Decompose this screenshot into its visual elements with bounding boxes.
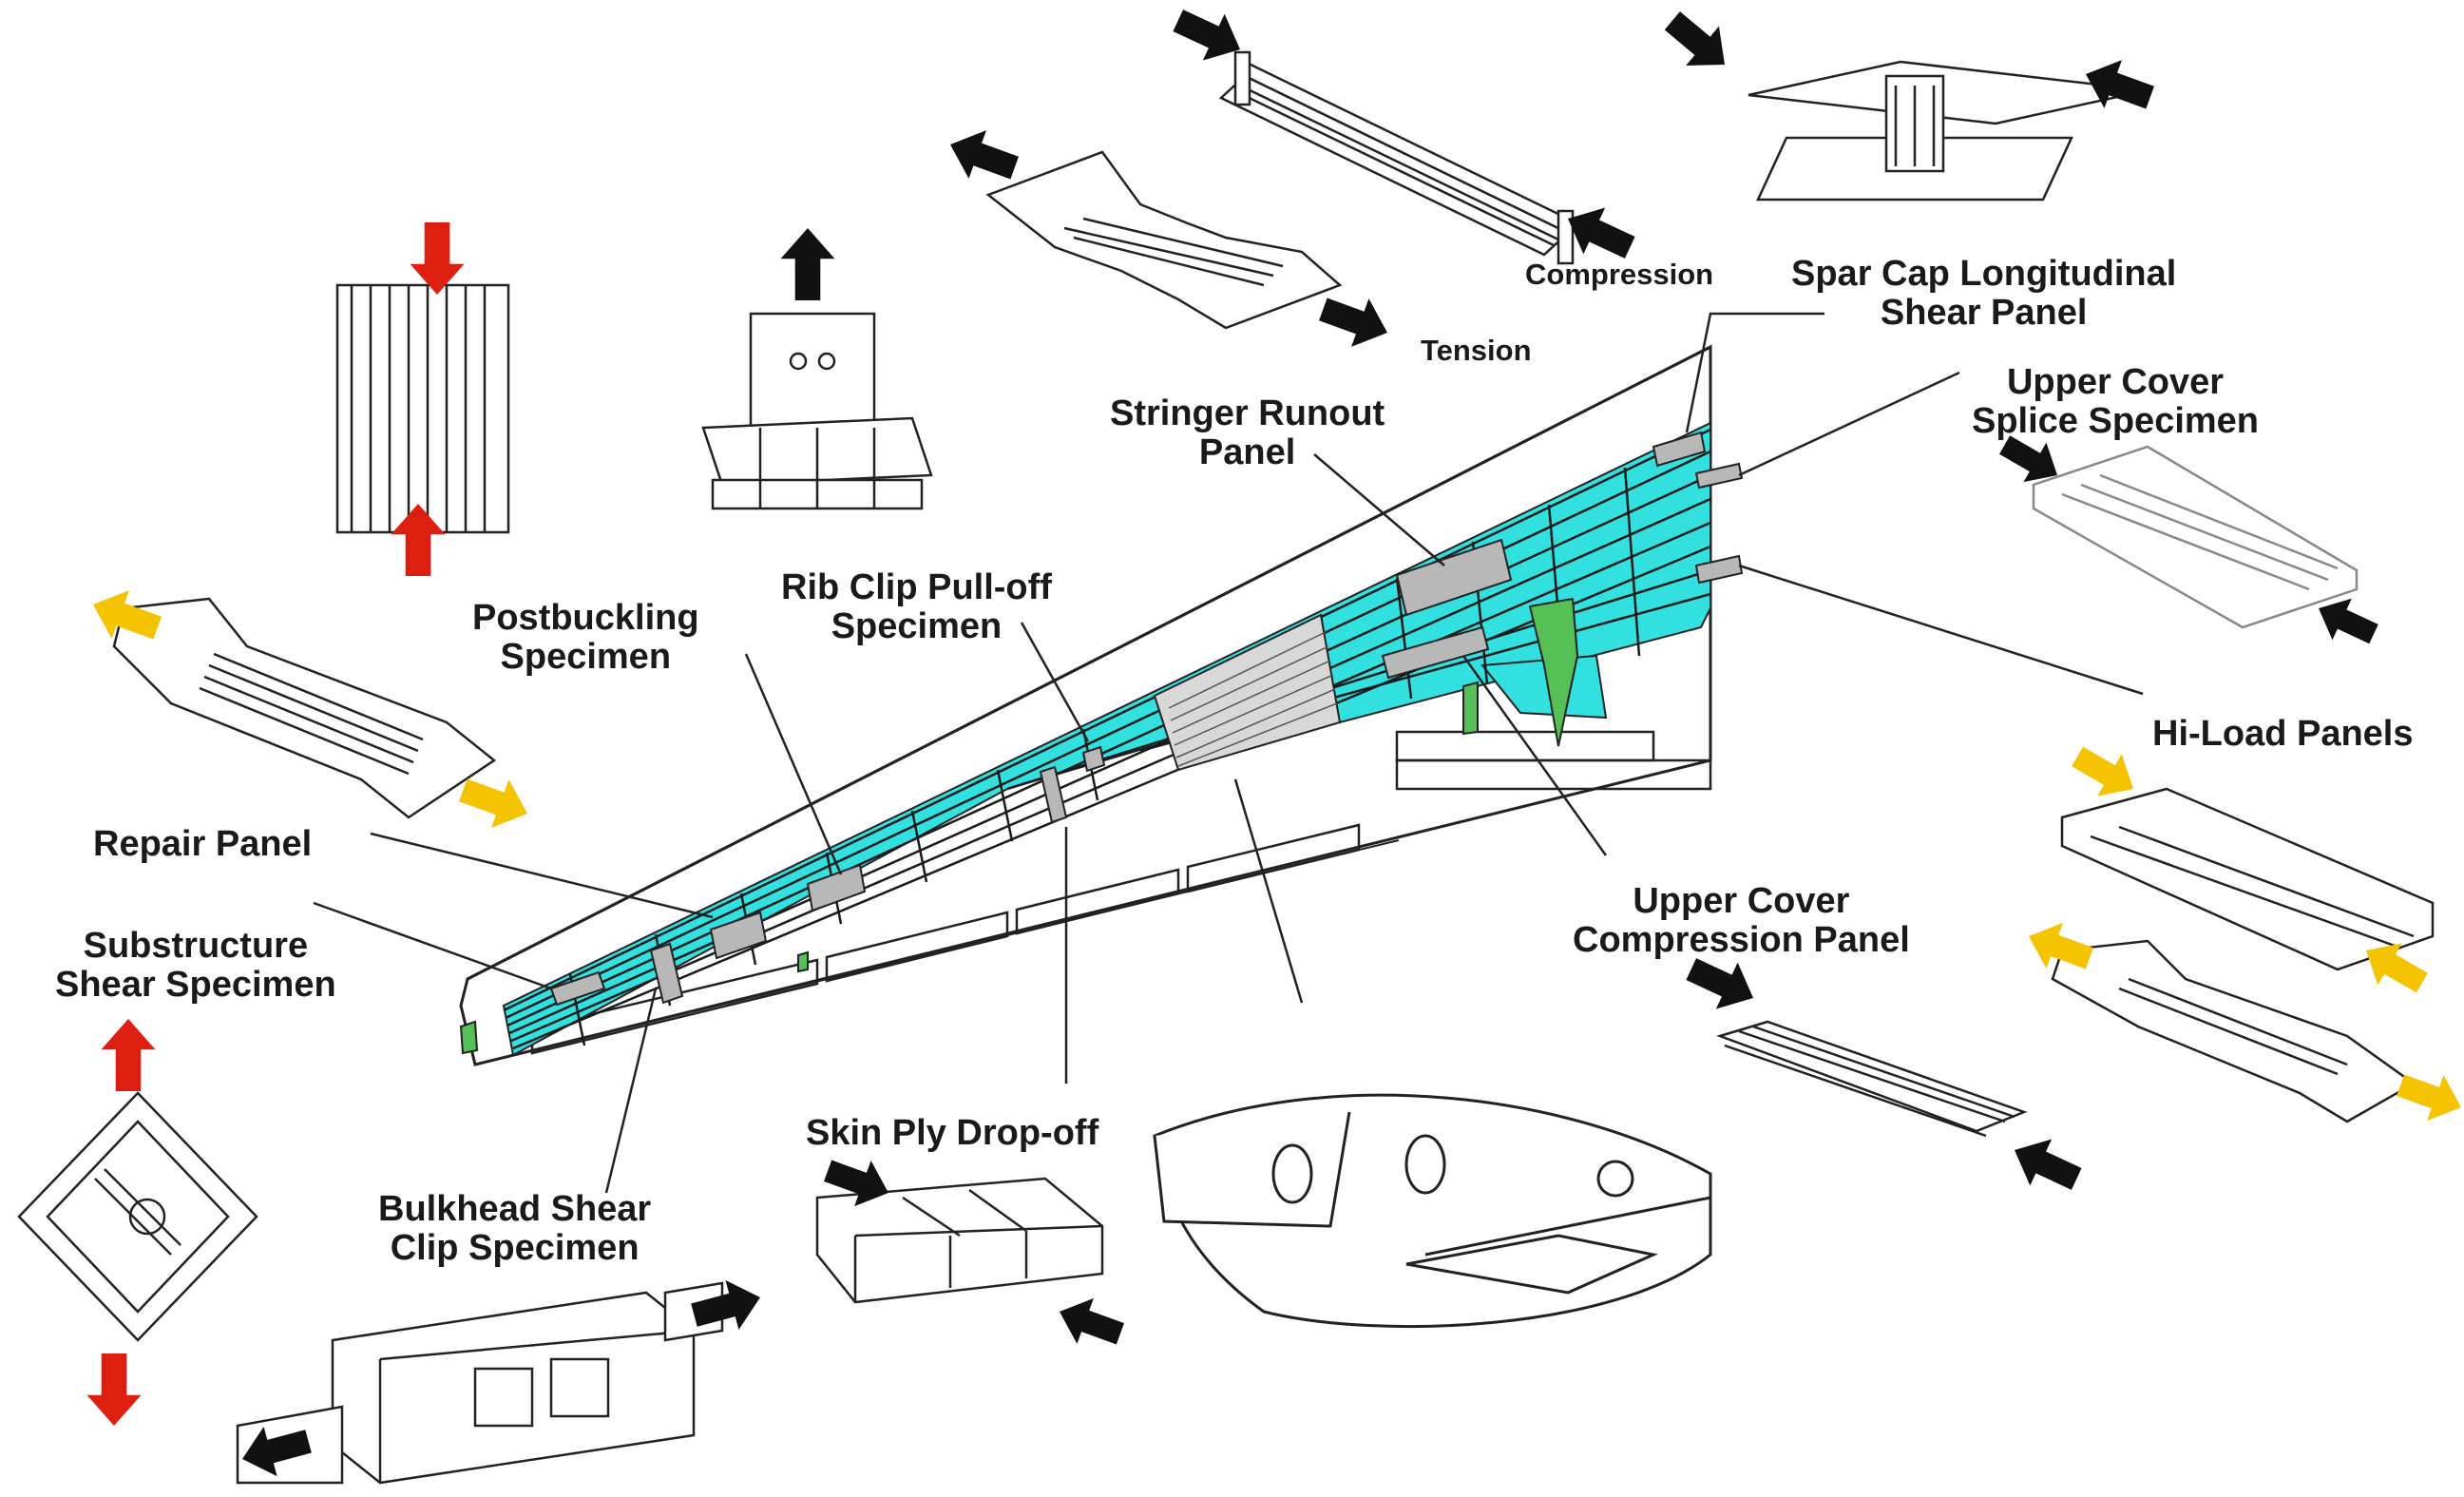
repair-panel-label: Repair Panel — [93, 824, 313, 864]
spar-cap-label-line-2: Shear Panel — [1880, 293, 2088, 334]
upper-cover-compression-panel — [1716, 1020, 2028, 1138]
compression-specimen — [1218, 50, 1575, 265]
pull-off-specimen — [701, 312, 933, 510]
upper-cover-splice-specimen — [2032, 445, 2359, 629]
rib-clip-label-line-2: Specimen — [831, 606, 1003, 647]
bulkhead-label-line-2: Clip Specimen — [390, 1228, 640, 1269]
compression-label: Compression — [1525, 258, 1714, 291]
postbuckling-label-line-1: Postbuckling — [472, 598, 699, 638]
postbuckling-label: Postbuckling Specimen — [472, 598, 699, 678]
bulkhead-label: Bulkhead Shear Clip Specimen — [378, 1189, 652, 1269]
block-arrow-icon — [410, 222, 465, 295]
left-tension-coupon — [112, 597, 497, 819]
block-arrow-icon — [1655, 1, 1742, 85]
tension-specimen — [985, 150, 1343, 330]
control-surfaces — [530, 730, 1712, 1055]
spar-cap-label-line-1: Spar Cap Longitudinal — [1791, 254, 2177, 294]
block-arrow-icon — [101, 1019, 156, 1091]
hi-load-label: Hi-Load Panels — [2152, 714, 2414, 754]
block-arrow-icon — [2392, 1062, 2464, 1130]
block-arrow-icon — [1314, 285, 1397, 357]
test-patches — [549, 431, 1744, 1007]
corrugated-panel — [335, 283, 510, 534]
stringer-runout-label: Stringer Runout Panel — [1110, 393, 1385, 473]
spar-cap-label: Spar Cap Longitudinal Shear Panel — [1791, 254, 2177, 334]
spar-fittings — [459, 597, 1579, 1055]
spar-cap-specimen — [1748, 60, 2149, 202]
tension-label: Tension — [1421, 334, 1532, 367]
substructure-label-line-1: Substructure — [83, 926, 309, 966]
stringer-runout-label-line-1: Stringer Runout — [1110, 393, 1385, 433]
wing-box-section — [1153, 1093, 1712, 1329]
upper-cover-compression-label-line-2: Compression Panel — [1573, 920, 1910, 961]
block-arrow-icon — [1051, 1289, 1129, 1357]
rib-clip-label-line-1: Rib Clip Pull-off — [781, 567, 1052, 607]
postbuckling-label-line-2: Specimen — [500, 637, 672, 678]
splice-region — [1153, 613, 1342, 772]
substructure-label: Substructure Shear Specimen — [55, 926, 336, 1006]
block-arrow-icon — [86, 1353, 142, 1426]
upper-cover-compression-label-line-1: Upper Cover — [1633, 881, 1850, 921]
upper-cover-splice-label: Upper Cover Splice Specimen — [1972, 362, 2260, 442]
block-arrow-icon — [780, 228, 835, 300]
rib-clip-label: Rib Clip Pull-off Specimen — [781, 567, 1052, 647]
skin-ply-drop-off-specimen — [815, 1177, 1104, 1304]
upper-cover-compression-label: Upper Cover Compression Panel — [1573, 881, 1910, 961]
upper-cover-splice-label-line-2: Splice Specimen — [1972, 401, 2260, 442]
block-arrow-icon — [2003, 1126, 2088, 1202]
block-arrow-icon — [941, 120, 1023, 192]
wing-structure — [459, 344, 1744, 1066]
substructure-label-line-2: Shear Specimen — [55, 965, 336, 1006]
bulkhead-label-line-1: Bulkhead Shear — [378, 1189, 652, 1229]
skin-ply-label: Skin Ply Drop-off — [806, 1113, 1099, 1153]
upper-cover-splice-label-line-1: Upper Cover — [2006, 362, 2225, 402]
leader-lines — [313, 312, 2144, 1194]
substructure-shear-specimen — [17, 1091, 258, 1342]
stringer-runout-label-line-2: Panel — [1198, 432, 1296, 473]
hi-load-panels — [2051, 787, 2435, 1123]
